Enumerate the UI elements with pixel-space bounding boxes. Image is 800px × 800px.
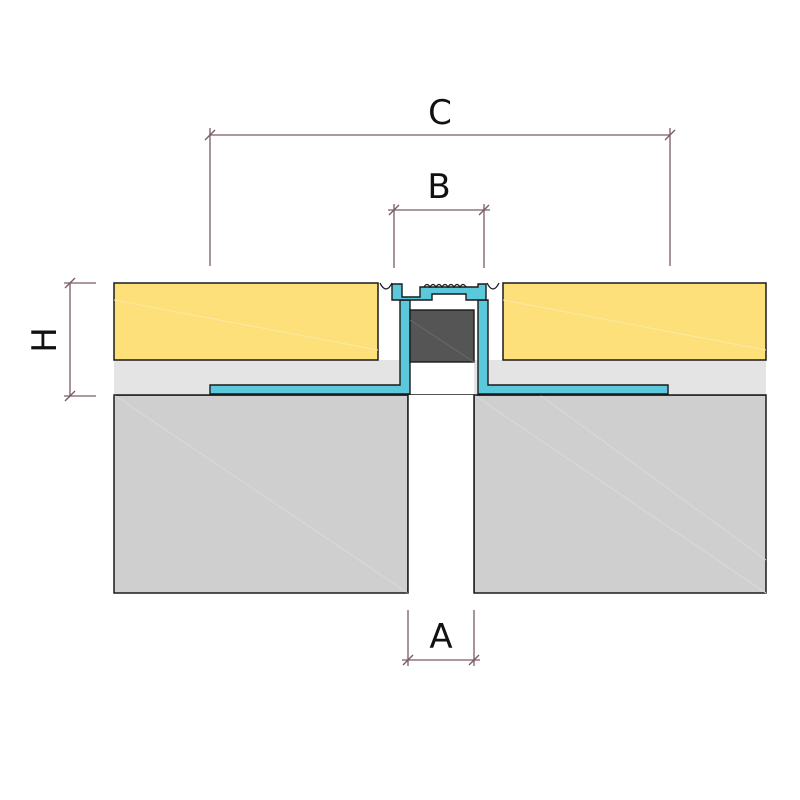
dimension-c-label: C [428,93,452,133]
profile-top-cap [391,283,487,301]
dimension-b-label: B [427,167,450,207]
dimension-h: H [25,277,96,402]
dimension-h-label: H [25,327,65,353]
tile-hatch-right [502,299,767,351]
dimension-a-label: A [429,617,452,657]
profile-grooves [423,283,467,289]
tile-left [113,282,379,361]
substrate-hatch-right-2 [539,394,767,561]
joint-gap [408,395,474,593]
tile-notch-right [486,282,500,290]
tile-hatch-left [113,299,379,351]
insert-hatch [409,319,475,363]
dimension-a: A [402,610,480,666]
dimension-b: B [388,167,490,268]
tile-notch-left [379,282,393,290]
substrate-hatch-left [113,394,409,594]
profile-leg-right [477,299,669,395]
tile-right [502,282,767,361]
elastic-insert [409,309,475,363]
substrate-hatch-right [473,394,767,594]
dimension-c: C [204,93,676,266]
